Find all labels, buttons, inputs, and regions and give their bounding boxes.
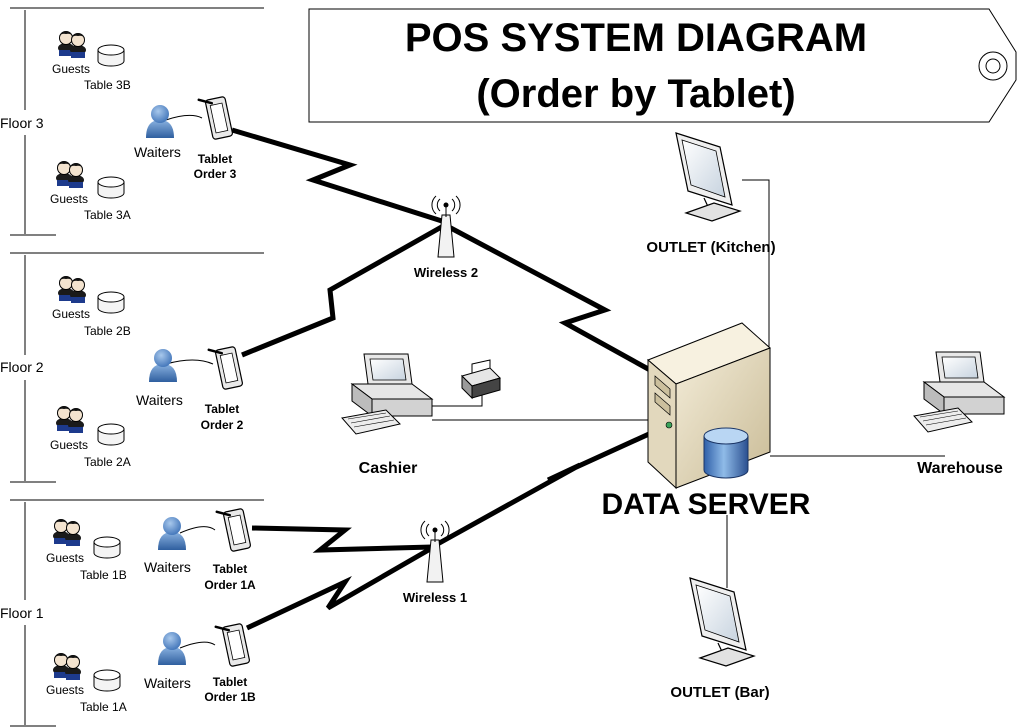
- table-label-3b: Table 3B: [84, 78, 131, 92]
- waiters-label-1a: Waiters: [144, 559, 191, 575]
- tablet-icon-1b: [214, 620, 252, 670]
- guests-icon-2b: [57, 275, 87, 304]
- table-icon-1b: [93, 536, 121, 559]
- tablet-label-2-line1: Tablet: [205, 402, 239, 416]
- guests-label-2b: Guests: [52, 307, 90, 321]
- guests-icon-1b: [52, 518, 82, 547]
- monitor-icon-bar: [689, 577, 755, 667]
- wireless-links: [231, 127, 708, 631]
- floor-3-label: Floor 3: [0, 115, 44, 131]
- table-label-2a: Table 2A: [84, 455, 131, 469]
- monitor-icon-kitchen: [675, 132, 741, 222]
- guests-label-3a: Guests: [50, 192, 88, 206]
- antenna-icon-wireless-2: [431, 195, 461, 258]
- tablet-label-3-line2: Order 3: [194, 167, 237, 181]
- wireless-2-label: Wireless 2: [414, 265, 478, 280]
- tablet-label-1a-line2: Order 1A: [204, 578, 256, 592]
- waiters-label-3: Waiters: [134, 144, 181, 160]
- guests-icon-2a: [55, 405, 85, 434]
- server-icon: [647, 322, 771, 490]
- table-label-3a: Table 3A: [84, 208, 131, 222]
- tablet-label-2-line2: Order 2: [201, 418, 244, 432]
- pc-icon-warehouse: [913, 351, 1005, 433]
- table-icon-3b: [97, 44, 125, 67]
- waiters-label-1b: Waiters: [144, 675, 191, 691]
- data-server-label: DATA SERVER: [602, 488, 811, 521]
- table-icon-2a: [97, 423, 125, 446]
- table-label-1a: Table 1A: [80, 700, 127, 714]
- table-icon-2b: [97, 291, 125, 314]
- waiter-icon-3: [146, 105, 174, 138]
- guests-icon-3b: [57, 30, 87, 59]
- printer-icon: [461, 359, 501, 400]
- floor-1-label: Floor 1: [0, 605, 44, 621]
- cashier-label: Cashier: [359, 460, 418, 477]
- waiter-icon-1b: [158, 632, 186, 665]
- guests-icon-1a: [52, 652, 82, 681]
- table-icon-3a: [97, 176, 125, 199]
- title-line-1: POS SYSTEM DIAGRAM: [405, 16, 867, 60]
- tablet-icon-3: [197, 93, 235, 143]
- guests-label-1a: Guests: [46, 683, 84, 697]
- title-line-2: (Order by Tablet): [476, 72, 795, 116]
- tag-hole-icon: [978, 51, 1008, 81]
- waiter-icon-1a: [158, 517, 186, 550]
- bar-outlet-label: OUTLET (Bar): [670, 684, 769, 701]
- guests-icon-3a: [55, 160, 85, 189]
- tablet-icon-2: [207, 343, 245, 393]
- floor-dividers: [10, 7, 264, 727]
- kitchen-outlet-label: OUTLET (Kitchen): [646, 239, 775, 256]
- guests-label-2a: Guests: [50, 438, 88, 452]
- tablet-label-3-line1: Tablet: [198, 152, 232, 166]
- warehouse-label: Warehouse: [917, 460, 1003, 477]
- tablet-label-1b-line2: Order 1B: [204, 690, 256, 704]
- waiters-label-2: Waiters: [136, 392, 183, 408]
- waiter-icon-2: [149, 349, 177, 382]
- table-icon-1a: [93, 669, 121, 692]
- wired-links: [165, 114, 945, 649]
- wireless-1-label: Wireless 1: [403, 590, 467, 605]
- guests-label-1b: Guests: [46, 551, 84, 565]
- title-tag-shape: [308, 8, 1017, 123]
- guests-label-3b: Guests: [52, 62, 90, 76]
- pc-icon-cashier: [341, 353, 433, 435]
- tablet-label-1a-line1: Tablet: [213, 562, 247, 576]
- tablet-label-1b-line1: Tablet: [213, 675, 247, 689]
- table-label-2b: Table 2B: [84, 324, 131, 338]
- floor-2-label: Floor 2: [0, 359, 44, 375]
- table-label-1b: Table 1B: [80, 568, 127, 582]
- tablet-icon-1a: [215, 505, 253, 555]
